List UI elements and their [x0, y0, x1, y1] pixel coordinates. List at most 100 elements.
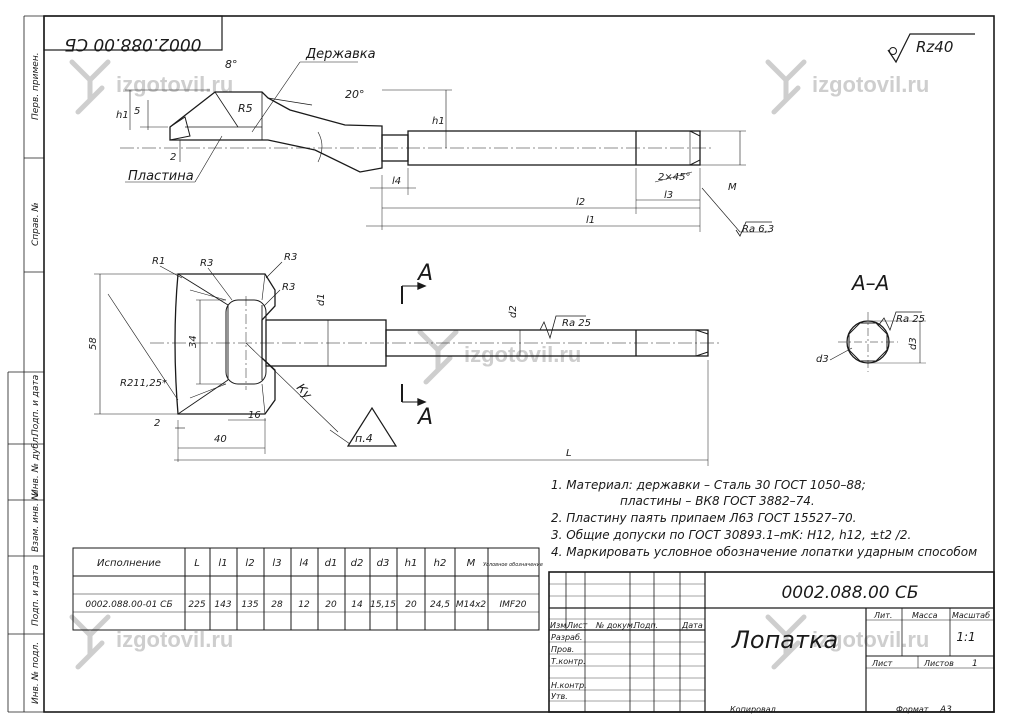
- table-cell: 0002.088.00-01 СБ: [85, 600, 172, 610]
- col-podp: Подп.: [634, 621, 658, 630]
- dim-angle-20: 20°: [345, 88, 365, 101]
- dim-l4: l4: [392, 176, 401, 187]
- front-view: [94, 261, 720, 466]
- section-view-labels: А–А Ra 25 d3 d3: [816, 271, 925, 365]
- section-view: [829, 311, 926, 372]
- roughness-check-icon: [887, 33, 975, 64]
- table-header: l1: [218, 558, 227, 569]
- margin-perv-primen: Перв. примен.: [31, 52, 41, 120]
- table-header: d1: [325, 558, 338, 569]
- dim-16: 16: [248, 410, 261, 421]
- scale-label: Масштаб: [952, 611, 990, 620]
- dim-l3: l3: [664, 190, 673, 201]
- dim-h1: h1: [116, 110, 129, 121]
- dim-chamfer: 2×45°: [658, 172, 690, 183]
- note-line: пластины – ВК8 ГОСТ 3882–74.: [620, 494, 815, 508]
- dim-ku: Ку: [294, 381, 315, 403]
- dim-l1: l1: [586, 215, 595, 226]
- row-tkontr: Т.контр.: [551, 657, 586, 666]
- section-rough-ra25: Ra 25: [896, 314, 925, 325]
- table-cell: 20: [325, 600, 337, 610]
- label-holder: Державка: [305, 47, 376, 62]
- section-letter-top: А: [416, 261, 433, 286]
- margin-sprav-no: Справ. №: [31, 202, 41, 246]
- table-header: d3: [377, 558, 390, 569]
- watermark-group: izgotovil.ru izgotovil.ru izgotovil.ru i…: [69, 59, 929, 670]
- table-header: L: [194, 558, 200, 569]
- section-title: А–А: [850, 271, 889, 295]
- table-header: d2: [351, 558, 364, 569]
- watermark-text: izgotovil.ru: [116, 627, 233, 652]
- format-label: Формат: [896, 705, 929, 714]
- table-cell: 143: [214, 600, 231, 610]
- title-name: Лопатка: [731, 626, 838, 654]
- table-header: h1: [405, 558, 418, 569]
- row-razrab: Разраб.: [551, 633, 582, 642]
- dim-r1: R1: [152, 256, 165, 267]
- roughness-check-icon: [539, 315, 586, 340]
- dim-m: M: [728, 182, 737, 193]
- table-cell: 135: [241, 600, 258, 610]
- holder-head-outline: [169, 91, 383, 173]
- table-cell: 225: [188, 600, 205, 610]
- dim-40: 40: [214, 434, 227, 445]
- side-margin: Перв. примен. Справ. № Подп. и дата Инв.…: [31, 52, 41, 704]
- table-header: l4: [299, 558, 308, 569]
- dim-2: 2: [170, 152, 176, 163]
- col-docnum: № докум.: [595, 621, 635, 630]
- dim-r3-a: R3: [200, 258, 213, 269]
- table-cell: 14: [351, 600, 363, 610]
- table-header: l3: [272, 558, 281, 569]
- table-header: h2: [434, 558, 447, 569]
- title-block: 0002.088.00 СБ Лопатка Изм. Лист № докум…: [548, 571, 995, 715]
- top-view: [120, 61, 770, 233]
- dim-d1: d1: [316, 293, 327, 306]
- lit-label: Лит.: [873, 611, 892, 620]
- roughness-general: Rz40: [887, 33, 975, 64]
- weld-triangle-icon: [346, 406, 398, 447]
- dim-d2: d2: [508, 305, 519, 318]
- note-line: 2. Пластину паять припаем Л63 ГОСТ 15527…: [551, 511, 856, 525]
- dim-r3-b: R3: [284, 252, 297, 263]
- scale-value: 1:1: [956, 630, 975, 644]
- rough-ra25: Ra 25: [562, 318, 591, 329]
- col-list: Лист: [566, 621, 588, 630]
- watermark-text: izgotovil.ru: [812, 72, 929, 97]
- table-cell: IMF20: [499, 600, 526, 610]
- table-header: M: [467, 558, 476, 569]
- format-value: А3: [939, 705, 952, 715]
- dim-58: 58: [88, 337, 99, 350]
- note-line: 3. Общие допуски по ГОСТ 30893.1–mK: H12…: [551, 528, 911, 542]
- section-dim-d3-vertical: d3: [908, 337, 919, 350]
- holder-head-outline: [174, 273, 276, 415]
- roughness-value: Rz40: [916, 38, 953, 56]
- margin-podp-data-2: Подп. и дата: [31, 565, 41, 626]
- margin-podp-data: Подп. и дата: [31, 375, 41, 436]
- section-dim-d3: d3: [816, 354, 829, 365]
- note-line: 1. Материал: державки – Сталь 30 ГОСТ 10…: [551, 478, 866, 492]
- dim-angle-8: 8°: [225, 58, 238, 71]
- table-cell: M14x2: [456, 600, 487, 610]
- watermark-text: izgotovil.ru: [812, 627, 929, 652]
- weld-mark: п.4: [355, 432, 373, 445]
- row-nkontr: Н.контр.: [551, 681, 587, 690]
- dim-h1-shank: h1: [432, 116, 445, 127]
- stamp-code-rotated: 0002.088.00 СБ: [64, 34, 201, 54]
- dim-2-front: 2: [154, 418, 160, 429]
- rough-ra63: Ra 6,3: [742, 224, 774, 235]
- table-cell: 20: [405, 600, 417, 610]
- dim-l2: l2: [576, 197, 585, 208]
- margin-vzam-inv: Взам. инв. №: [31, 491, 41, 552]
- dim-l-total: L: [566, 448, 572, 459]
- dim-5: 5: [134, 106, 140, 117]
- copied-label: Копировал: [730, 705, 776, 714]
- table-cell: 12: [298, 600, 310, 610]
- note-line: 4. Маркировать условное обозначение лопа…: [551, 545, 977, 559]
- section-letter-bottom: А: [416, 405, 433, 430]
- dim-34: 34: [188, 335, 199, 348]
- table-header: l2: [245, 558, 254, 569]
- row-utv: Утв.: [551, 692, 568, 701]
- dim-r3-c: R3: [282, 282, 295, 293]
- mass-label: Масса: [912, 611, 938, 620]
